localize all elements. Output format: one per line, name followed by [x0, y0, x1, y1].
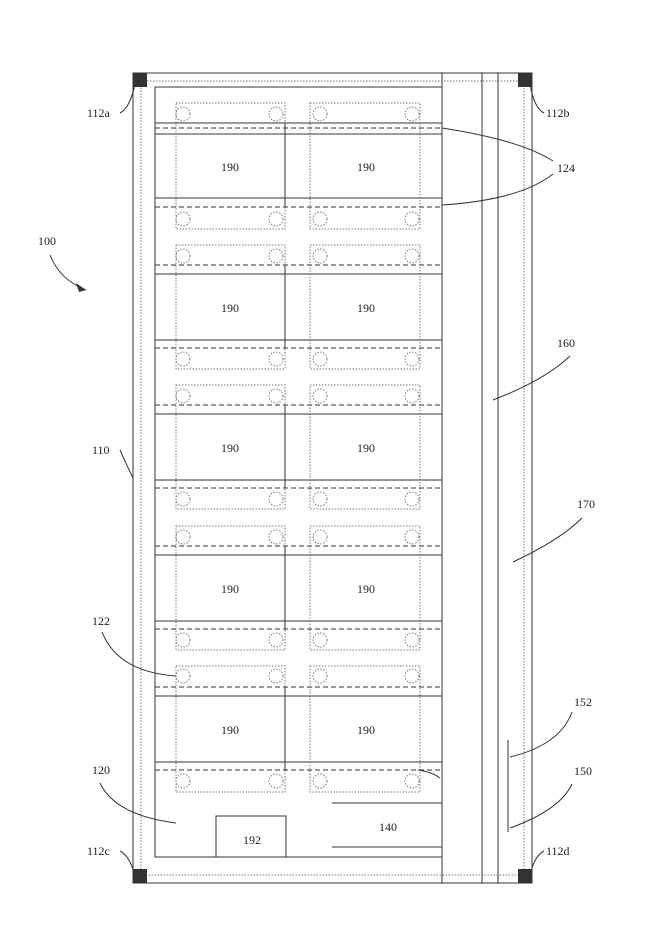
- label-124: 124: [557, 161, 575, 175]
- corner-block-112d: [518, 869, 532, 883]
- label-152: 152: [574, 695, 592, 709]
- label-112b: 112b: [546, 106, 570, 120]
- cell-label-190: 190: [221, 441, 239, 455]
- label-100: 100: [38, 234, 56, 248]
- cell-label-190: 190: [221, 160, 239, 174]
- cell-label-190: 190: [357, 160, 375, 174]
- label-122: 122: [92, 614, 110, 628]
- outer-frame-dotted: [141, 81, 524, 875]
- label-112a: 112a: [87, 106, 111, 120]
- label-120: 120: [92, 763, 110, 777]
- corner-block-112c: [133, 869, 147, 883]
- cell-row-1: [155, 103, 442, 229]
- cell-row-5: [155, 666, 442, 792]
- cell-label-190: 190: [221, 301, 239, 315]
- cell-label-190: 190: [357, 723, 375, 737]
- label-140: 140: [379, 820, 397, 834]
- cell-label-190: 190: [357, 441, 375, 455]
- label-110: 110: [92, 443, 110, 457]
- cell-label-190: 190: [357, 582, 375, 596]
- label-170: 170: [577, 497, 595, 511]
- cell-row-3: [155, 385, 442, 509]
- label-150: 150: [574, 764, 592, 778]
- label-160: 160: [557, 336, 575, 350]
- label-192: 192: [243, 833, 261, 847]
- cell-row-2: [155, 245, 442, 369]
- label-112d: 112d: [546, 844, 570, 858]
- cell-row-4: [155, 526, 442, 650]
- cell-label-190: 190: [221, 723, 239, 737]
- label-112c: 112c: [87, 844, 110, 858]
- cell-label-190: 190: [357, 301, 375, 315]
- inner-tray-120: [155, 87, 442, 857]
- arrowhead-100: [76, 283, 86, 292]
- cell-label-190: 190: [221, 582, 239, 596]
